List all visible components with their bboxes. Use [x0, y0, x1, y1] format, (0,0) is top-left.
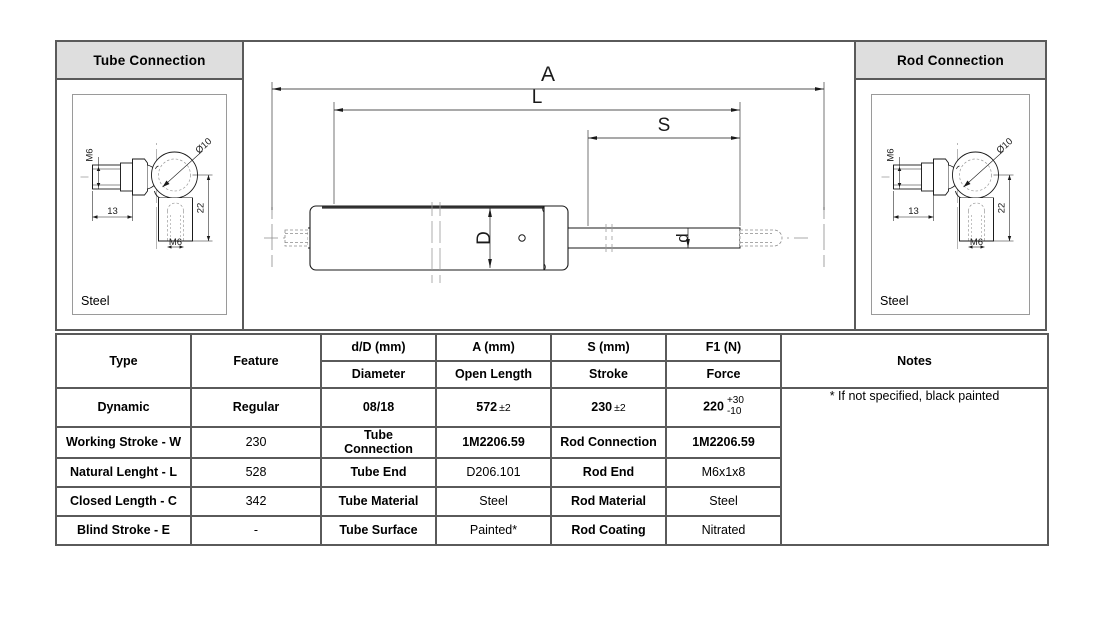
value-tube-surface: Painted*	[435, 514, 552, 546]
tube-dim-stud-label: M6	[169, 237, 182, 248]
label-closed-length: Closed Length - C	[55, 485, 192, 517]
label-blind-stroke: Blind Stroke - E	[55, 514, 192, 546]
header-notes: Notes	[780, 333, 1049, 389]
label-tube-connection: Tube Connection	[320, 426, 437, 459]
tube-connection-drawing-box: M6 13 Ø10 22 M6 Steel	[72, 94, 227, 315]
rod-dim-13-label: 13	[908, 206, 919, 217]
value-s-number: 230	[591, 400, 613, 415]
value-natural-length: 528	[190, 456, 322, 488]
tube-connection-drawing: M6 13 Ø10 22 M6	[80, 136, 214, 249]
dim-l-label: L	[532, 87, 543, 108]
tube-dim-22-label: 22	[196, 203, 207, 214]
tube-connection-material: Steel	[81, 294, 110, 308]
rod-dim-thread-label: M6	[886, 148, 897, 161]
table-row: Natural Lenght - L 528 Tube End D206.101…	[55, 456, 1048, 488]
value-blind-stroke: -	[190, 514, 322, 546]
value-rod-coating: Nitrated	[665, 514, 782, 546]
value-s-tolerance: ±2	[614, 402, 626, 415]
value-f1: 220+30-10	[665, 387, 782, 428]
header-s: S (mm)	[550, 333, 667, 362]
label-tube-material: Tube Material	[320, 485, 437, 517]
value-tube-end: D206.101	[435, 456, 552, 488]
label-natural-length: Natural Lenght - L	[55, 456, 192, 488]
table-row: Blind Stroke - E - Tube Surface Painted*…	[55, 514, 1048, 546]
table-row: Working Stroke - W 230 Tube Connection 1…	[55, 426, 1048, 459]
label-rod-end: Rod End	[550, 456, 667, 488]
tube-dim-thread-label: M6	[85, 148, 96, 161]
header-feature: Feature	[190, 333, 322, 389]
header-f1: F1 (N)	[665, 333, 782, 362]
label-rod-coating: Rod Coating	[550, 514, 667, 546]
value-s: 230±2	[550, 387, 667, 428]
label-tube-surface: Tube Surface	[320, 514, 437, 546]
main-drawing-panel: A L S D d	[244, 40, 854, 331]
label-rod-connection: Rod Connection	[550, 426, 667, 459]
header-dD: d/D (mm)	[320, 333, 437, 362]
header-diameter: Diameter	[320, 360, 437, 389]
label-rod-material: Rod Material	[550, 485, 667, 517]
tube-connection-body: M6 13 Ø10 22 M6 Steel	[57, 80, 242, 329]
table-header-row-1: Type Feature d/D (mm) A (mm) S (mm) F1 (…	[55, 333, 1049, 389]
table-header-row-2: Diameter Open Length Stroke Force	[56, 360, 1048, 389]
value-a-number: 572	[476, 400, 498, 415]
value-a-tolerance: ±2	[499, 402, 511, 415]
tube-dim-13-label: 13	[107, 206, 118, 217]
header-stroke: Stroke	[550, 360, 667, 389]
value-f1-tolerance-plus: +30	[726, 395, 744, 407]
rod-connection-body: M6 13 Ø10 22 M6 Steel	[856, 80, 1045, 329]
header-open-length: Open Length	[435, 360, 552, 389]
value-f1-tolerance-minus: -10	[726, 405, 742, 417]
value-closed-length: 342	[190, 485, 322, 517]
dim-d-small-label: d	[673, 233, 692, 242]
value-rod-end: M6x1x8	[665, 456, 782, 488]
tube-connection-title: Tube Connection	[57, 42, 242, 80]
rod-connection-drawing-box: M6 13 Ø10 22 M6 Steel	[871, 94, 1030, 315]
rod-dim-stud-label: M6	[970, 237, 983, 248]
value-type: Dynamic	[55, 387, 192, 428]
rod-dim-ball-label: Ø10	[994, 136, 1015, 156]
gas-spring-drawing: A L S D d	[264, 63, 825, 283]
label-working-stroke: Working Stroke - W	[55, 426, 192, 459]
value-a: 572±2	[435, 387, 552, 428]
value-f1-number: 220	[703, 399, 724, 414]
value-f1-tolerance: +30-10	[727, 396, 744, 416]
header-type: Type	[55, 333, 192, 389]
dim-d-big-label: D	[474, 231, 495, 245]
value-tube-connection: 1M2206.59	[435, 426, 552, 459]
dim-a-label: A	[541, 63, 555, 86]
value-rod-material: Steel	[665, 485, 782, 517]
tube-connection-panel: Tube Connection	[55, 40, 244, 331]
drawings-section: Tube Connection	[55, 40, 1047, 331]
rod-dim-22-label: 22	[997, 203, 1008, 214]
datasheet-frame: Tube Connection	[55, 40, 1049, 546]
value-working-stroke: 230	[190, 426, 322, 459]
rod-connection-drawing: M6 13 Ø10 22 M6	[881, 136, 1015, 249]
notes-text: * If not specified, black painted	[780, 387, 1049, 546]
tube-dim-ball-label: Ø10	[193, 136, 214, 156]
specification-table: Type Feature d/D (mm) A (mm) S (mm) F1 (…	[55, 333, 1049, 546]
value-feature: Regular	[190, 387, 322, 428]
value-rod-connection: 1M2206.59	[665, 426, 782, 459]
header-a: A (mm)	[435, 333, 552, 362]
header-force: Force	[665, 360, 782, 389]
dim-s-label: S	[658, 115, 671, 136]
table-row: Closed Length - C 342 Tube Material Stee…	[55, 485, 1048, 517]
rod-connection-title: Rod Connection	[856, 42, 1045, 80]
value-dD: 08/18	[320, 387, 437, 428]
value-tube-material: Steel	[435, 485, 552, 517]
table-main-row: Dynamic Regular 08/18 572±2 230±2 220+30…	[55, 387, 1049, 546]
rod-connection-panel: Rod Connection	[854, 40, 1047, 331]
label-tube-end: Tube End	[320, 456, 437, 488]
rod-connection-material: Steel	[880, 294, 909, 308]
